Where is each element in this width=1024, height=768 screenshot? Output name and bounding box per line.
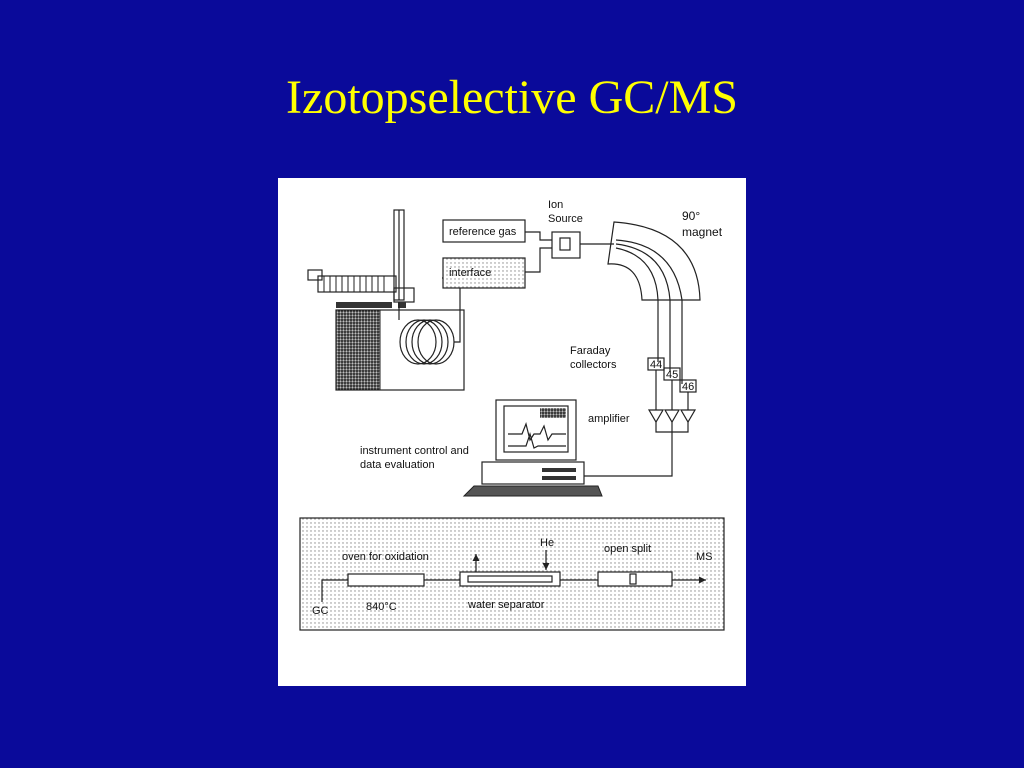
gc-ms-diagram: reference gas interface Ion Source 90° m… bbox=[278, 178, 746, 686]
amplifier: amplifier bbox=[584, 409, 697, 477]
combustion-panel: oven for oxidation He open split MS GC 8… bbox=[299, 517, 725, 631]
data-evaluation-label: data evaluation bbox=[360, 459, 435, 471]
reference-gas-box: reference gas bbox=[442, 219, 526, 243]
collector-46: 46 bbox=[682, 381, 694, 393]
amplifier-label: amplifier bbox=[588, 413, 630, 425]
computer: instrument control and data evaluation bbox=[360, 399, 603, 497]
open-split-label: open split bbox=[604, 543, 651, 555]
ms-label: MS bbox=[696, 551, 713, 563]
magnet-deg-label: 90° bbox=[682, 209, 700, 223]
instrument-control-label: instrument control and bbox=[360, 445, 469, 457]
oven-label: oven for oxidation bbox=[342, 551, 429, 563]
collectors-label: collectors bbox=[570, 359, 617, 371]
source-label: Source bbox=[548, 213, 583, 225]
magnet: 90° magnet bbox=[607, 209, 723, 384]
gc-label: GC bbox=[312, 605, 329, 617]
gc-instrument bbox=[307, 209, 465, 391]
he-label: He bbox=[540, 537, 554, 549]
slide-title: Izotopselective GC/MS bbox=[286, 71, 738, 124]
magnet-label: magnet bbox=[682, 225, 723, 239]
ion-source: Ion Source bbox=[548, 199, 614, 259]
reference-gas-label: reference gas bbox=[449, 226, 517, 238]
ion-label: Ion bbox=[548, 199, 563, 211]
temperature-label: 840°C bbox=[366, 601, 397, 613]
interface-label: interface bbox=[449, 267, 491, 279]
faraday-collectors: Faraday collectors 44 45 46 bbox=[570, 345, 697, 410]
faraday-label: Faraday bbox=[570, 345, 611, 357]
collector-45: 45 bbox=[666, 369, 678, 381]
water-separator-label: water separator bbox=[467, 599, 545, 611]
interface-box: interface bbox=[442, 257, 526, 289]
collector-44: 44 bbox=[650, 359, 662, 371]
